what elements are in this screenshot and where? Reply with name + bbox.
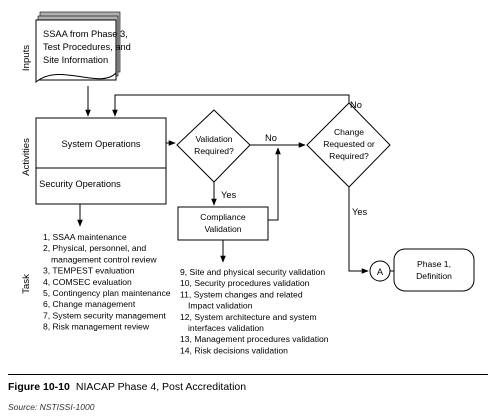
change-requested-decision: Change Requested or Required? <box>306 102 391 188</box>
input-doc-line-3: Site Information <box>43 55 108 65</box>
operations-group: System Operations Security Operations <box>35 117 167 205</box>
arrow-compliance-to-main <box>268 147 281 221</box>
figure-caption: Figure 10-10 NIACAP Phase 4, Post Accredi… <box>8 381 246 393</box>
validation-task-2: 10, Security procedures validation <box>180 278 310 288</box>
caption-rule <box>8 374 488 375</box>
validation-task-3-cont: Impact validation <box>188 301 253 311</box>
input-doc-line-1: SSAA from Phase 3, <box>43 29 128 39</box>
ops-task-2: 2, Physical, personnel, and <box>43 243 146 253</box>
lane-label-task: Task <box>21 274 32 294</box>
input-doc-line-2: Test Procedures, and <box>43 42 131 52</box>
phase1-definition-box: Phase 1, Definition <box>393 248 475 292</box>
change-decision-line-2: Requested or <box>323 139 375 149</box>
ops-task-5: 5, Contingency plan maintenance <box>43 288 171 298</box>
phase1-line-2: Definition <box>416 271 452 281</box>
validation-task-4-cont: interfaces validation <box>188 323 264 333</box>
ops-task-2-cont: management control review <box>51 254 157 264</box>
ops-task-1: 1, SSAA maintenance <box>43 232 127 242</box>
label-validation-no: No <box>265 133 277 143</box>
arrow-change-no-loop <box>112 94 350 117</box>
phase1-line-1: Phase 1, <box>417 259 451 269</box>
validation-task-1: 9, Site and physical security validation <box>180 267 325 277</box>
ops-task-7: 7, System security management <box>43 310 166 320</box>
connector-a-label: A <box>377 267 384 277</box>
compliance-line-1: Compliance <box>200 212 246 222</box>
compliance-validation-box: Compliance Validation <box>177 206 269 241</box>
ops-task-6: 6, Change management <box>43 299 136 309</box>
label-change-yes: Yes <box>352 207 368 217</box>
label-change-no: No <box>350 100 362 110</box>
figure-number: Figure 10-10 <box>8 381 70 393</box>
label-validation-yes: Yes <box>221 190 237 200</box>
change-decision-line-3: Required? <box>329 151 369 161</box>
figure-title: NIACAP Phase 4, Post Accreditation <box>75 381 247 393</box>
source-note: Source: NSTISSI-1000 <box>8 402 95 412</box>
validation-required-decision: Validation Required? <box>176 109 251 183</box>
arrow-change-yes <box>348 187 369 274</box>
ops-task-8: 8, Risk management review <box>43 322 150 332</box>
compliance-line-2: Validation <box>204 224 241 234</box>
lane-label-inputs: Inputs <box>21 45 32 71</box>
validation-task-3: 11, System changes and related <box>180 289 303 299</box>
validation-task-6: 14, Risk decisions validation <box>180 345 288 355</box>
input-document-stack: SSAA from Phase 3, Test Procedures, and … <box>35 11 131 84</box>
niacap-phase4-flowchart: Inputs Activities Task SSAA from Phase 3… <box>21 11 475 355</box>
validation-decision-line-2: Required? <box>194 146 234 156</box>
connector-a: A <box>369 260 391 282</box>
validation-decision-line-1: Validation <box>195 134 232 144</box>
system-operations-box: System Operations <box>61 139 140 149</box>
ops-task-3: 3, TEMPEST evaluation <box>43 266 135 276</box>
validation-task-5: 13, Management procedures validation <box>180 334 329 344</box>
change-decision-line-1: Change <box>334 127 364 137</box>
validation-task-4: 12, System architecture and system <box>180 312 317 322</box>
lane-label-activities: Activities <box>21 138 32 176</box>
security-operations-label: Security Operations <box>39 179 121 189</box>
ops-task-4: 4, COMSEC evaluation <box>43 277 132 287</box>
validation-task-list: 9, Site and physical security validation… <box>180 267 329 355</box>
